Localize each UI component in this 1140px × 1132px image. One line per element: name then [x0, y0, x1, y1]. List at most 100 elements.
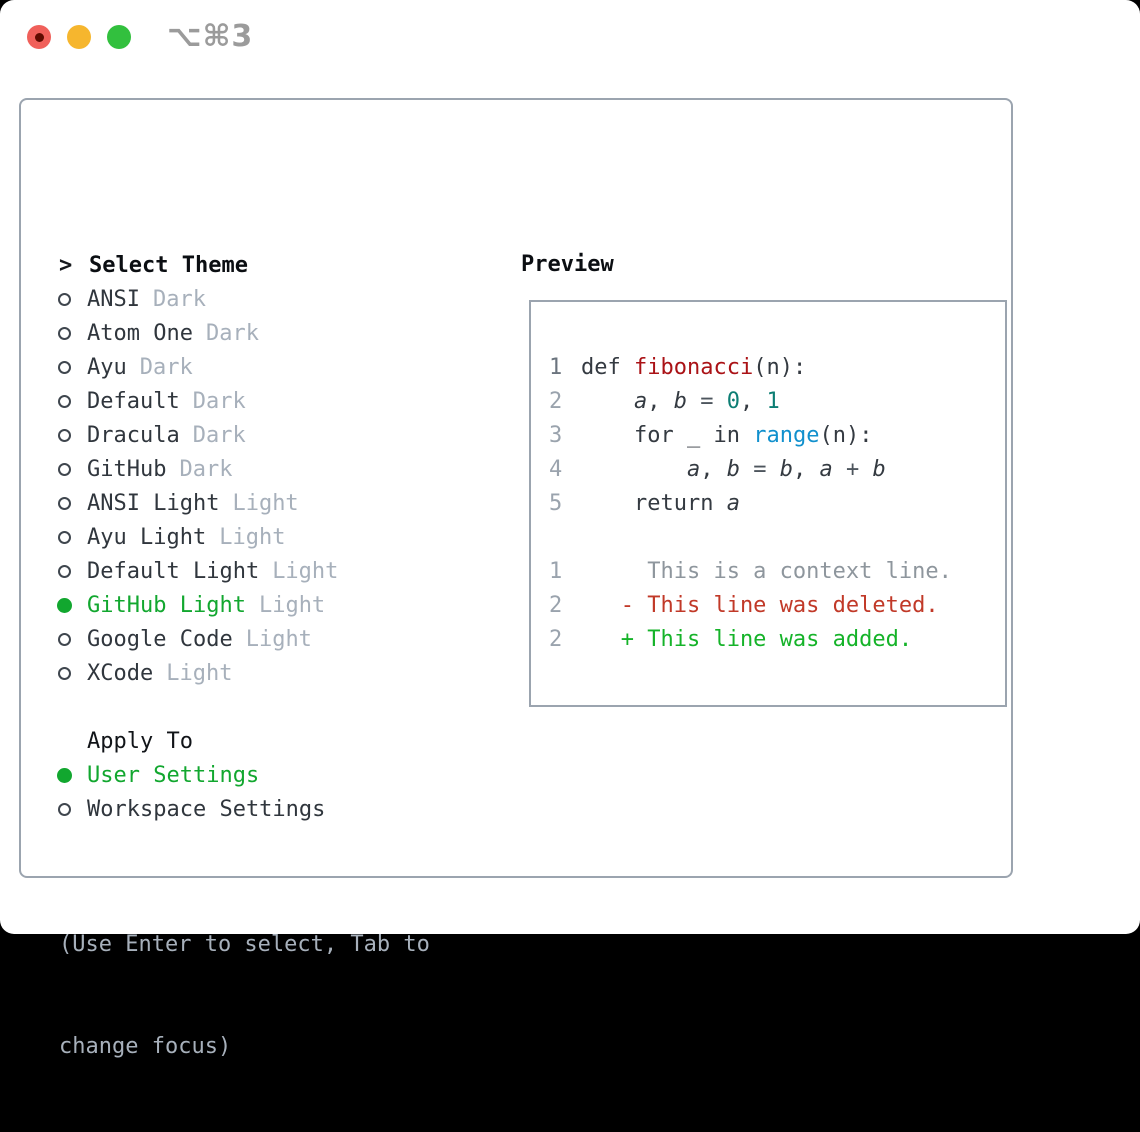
select-theme-header: > Select Theme — [57, 248, 338, 282]
theme-variant-tag: Dark — [152, 286, 206, 312]
line-number: 4 — [549, 456, 563, 482]
code-line: 1 def fibonacci(n): — [549, 350, 952, 384]
theme-list-item[interactable]: XCode Light — [57, 656, 338, 690]
help-text: (Use Enter to select, Tab to change focu… — [59, 860, 430, 1132]
code-text: for _ in range(n): — [633, 422, 873, 448]
theme-name: Ayu Light — [87, 524, 207, 550]
radio-icon — [57, 462, 87, 476]
diff-line: 2 + This line was added. — [549, 622, 952, 656]
theme-name: Dracula — [87, 422, 180, 448]
diff-text: - This line was deleted. — [581, 592, 939, 618]
diff-line: 2 - This line was deleted. — [549, 588, 952, 622]
window-shortcut-label: ⌥⌘3 — [167, 19, 254, 54]
theme-list-item[interactable]: Atom One Dark — [57, 316, 338, 350]
close-button[interactable] — [27, 25, 51, 49]
apply-to-option[interactable]: Workspace Settings — [57, 792, 338, 826]
diff-text: + This line was added. — [581, 626, 913, 652]
theme-variant-tag: Dark — [139, 354, 193, 380]
diff-text: This is a context line. — [581, 558, 952, 584]
caret-icon: > — [59, 252, 73, 278]
theme-list-item[interactable]: GitHub Dark — [57, 452, 338, 486]
theme-list-item[interactable]: Dracula Dark — [57, 418, 338, 452]
radio-icon — [57, 360, 87, 374]
radio-icon — [57, 632, 87, 646]
radio-icon — [57, 428, 87, 442]
theme-variant-tag: Light — [272, 558, 339, 584]
apply-option-label: User Settings — [87, 762, 260, 788]
code-text: def fibonacci(n): — [581, 354, 807, 380]
theme-name: Atom One — [87, 320, 193, 346]
radio-icon — [57, 802, 87, 816]
theme-name: Google Code — [87, 626, 233, 652]
radio-selected-icon — [57, 767, 87, 783]
apply-option-label: Workspace Settings — [87, 796, 326, 822]
theme-list-item[interactable]: Ayu Dark — [57, 350, 338, 384]
code-text: a, b = b, a + b — [686, 456, 886, 482]
theme-list-item[interactable]: Ayu Light Light — [57, 520, 338, 554]
theme-variant-tag: Dark — [192, 388, 246, 414]
spacer — [549, 520, 952, 554]
line-number: 3 — [549, 422, 563, 448]
theme-list-item[interactable]: ANSI Dark — [57, 282, 338, 316]
close-dot-icon — [35, 33, 44, 42]
line-number: 1 — [549, 354, 563, 380]
apply-to-option[interactable]: User Settings — [57, 758, 338, 792]
theme-name: GitHub Light — [87, 592, 246, 618]
diff-line: 1 This is a context line. — [549, 554, 952, 588]
theme-variant-tag: Dark — [192, 422, 246, 448]
theme-variant-tag: Light — [232, 490, 299, 516]
theme-name: ANSI Light — [87, 490, 220, 516]
preview-title: Preview — [521, 252, 614, 277]
spacer — [57, 690, 338, 724]
theme-list-item[interactable]: GitHub Light Light — [57, 588, 338, 622]
code-text: return a — [633, 490, 740, 516]
radio-icon — [57, 292, 87, 306]
radio-icon — [57, 496, 87, 510]
theme-name: GitHub — [87, 456, 167, 482]
line-number: 2 — [549, 626, 563, 652]
code-line: 2 a, b = 0, 1 — [549, 384, 952, 418]
theme-name: Default Light — [87, 558, 260, 584]
radio-icon — [57, 530, 87, 544]
theme-variant-tag: Light — [258, 592, 326, 618]
theme-name: Default — [87, 388, 180, 414]
help-line-2: change focus) — [59, 1034, 232, 1059]
radio-selected-icon — [57, 597, 87, 613]
theme-variant-tag: Dark — [179, 456, 233, 482]
code-line: 5 return a — [549, 486, 952, 520]
minimize-button[interactable] — [67, 25, 91, 49]
radio-icon — [57, 326, 87, 340]
radio-icon — [57, 666, 87, 680]
theme-list-item[interactable]: Default Dark — [57, 384, 338, 418]
theme-name: Ayu — [87, 354, 127, 380]
help-line-1: (Use Enter to select, Tab to — [59, 932, 430, 957]
apply-to-title: Apply To — [87, 728, 193, 754]
radio-icon — [57, 564, 87, 578]
code-line: 4 a, b = b, a + b — [549, 452, 952, 486]
line-number: 1 — [549, 558, 563, 584]
radio-icon — [57, 394, 87, 408]
code-line: 3 for _ in range(n): — [549, 418, 952, 452]
line-number: 5 — [549, 490, 563, 516]
theme-name: XCode — [87, 660, 154, 686]
select-theme-title: Select Theme — [89, 252, 248, 278]
theme-variant-tag: Light — [219, 524, 286, 550]
theme-variant-tag: Dark — [205, 320, 259, 346]
line-number: 2 — [549, 388, 563, 414]
zoom-button[interactable] — [107, 25, 131, 49]
line-number: 2 — [549, 592, 563, 618]
theme-name: ANSI — [87, 286, 140, 312]
apply-to-header: Apply To — [57, 724, 338, 758]
theme-variant-tag: Light — [245, 626, 312, 652]
theme-variant-tag: Light — [166, 660, 233, 686]
theme-list-item[interactable]: Default Light Light — [57, 554, 338, 588]
theme-list-item[interactable]: ANSI Light Light — [57, 486, 338, 520]
theme-list-item[interactable]: Google Code Light — [57, 622, 338, 656]
